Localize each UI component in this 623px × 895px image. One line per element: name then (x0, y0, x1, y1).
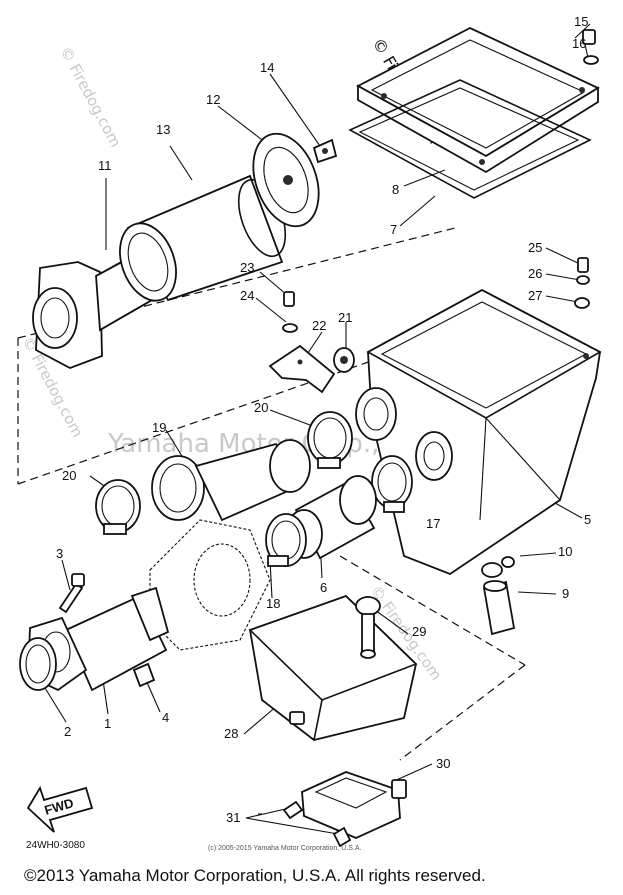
callout-31: 31 (226, 810, 240, 825)
bolt-part-3 (58, 573, 85, 614)
callout-15: 15 (574, 14, 588, 29)
callout-9: 9 (562, 586, 569, 601)
callout-20-upper: 20 (254, 400, 268, 415)
footer-copyright: ©2013 Yamaha Motor Corporation, U.S.A. A… (24, 866, 486, 885)
callout-13: 13 (156, 122, 170, 137)
callout-11: 11 (98, 158, 112, 173)
callout-30: 30 (436, 756, 450, 771)
bolt-part-23 (283, 291, 295, 307)
wing-bolt-part-14 (312, 138, 338, 164)
joint-part-6 (285, 475, 377, 560)
fwd-arrow-icon: FWD (26, 785, 94, 833)
clamp-part-18 (265, 513, 307, 567)
air-filter-element-part-13 (119, 174, 287, 302)
gasket-part-2 (19, 637, 57, 691)
clamp-part-17 (371, 455, 413, 513)
drain-hose-part-9 (482, 580, 516, 636)
callout-26: 26 (528, 266, 542, 281)
fitting-part-29 (355, 596, 381, 659)
clip-part-10 (481, 556, 515, 578)
washer-part-26 (576, 275, 590, 285)
bracket-part-30 (301, 771, 407, 839)
clamp-part-20-upper (307, 411, 353, 469)
callout-4: 4 (162, 710, 169, 725)
callout-22: 22 (312, 318, 326, 333)
callout-2: 2 (64, 724, 71, 739)
air-box-case-part-5 (355, 288, 602, 576)
callout-28: 28 (224, 726, 238, 741)
callout-16: 16 (572, 36, 586, 51)
callout-10: 10 (558, 544, 572, 559)
washer-part-24 (282, 323, 298, 333)
callout-6: 6 (320, 580, 327, 595)
callout-27: 27 (528, 288, 542, 303)
diagram-code: 24WH0-3080 (26, 840, 85, 851)
callout-23: 23 (240, 260, 254, 275)
callout-24: 24 (240, 288, 254, 303)
filter-cap-part-12 (252, 132, 320, 228)
callout-5: 5 (584, 512, 591, 527)
grommet-part-27 (574, 297, 590, 309)
callout-17: 17 (426, 516, 440, 531)
callout-25: 25 (528, 240, 542, 255)
callout-21: 21 (338, 310, 352, 325)
bracket-part-22 (268, 344, 336, 394)
callout-12: 12 (206, 92, 220, 107)
callout-7: 7 (390, 222, 397, 237)
box-cover-part-8 (356, 26, 600, 174)
callout-3: 3 (56, 546, 63, 561)
callout-29: 29 (412, 624, 426, 639)
nut-part-4 (132, 662, 156, 688)
callout-18: 18 (266, 596, 280, 611)
bolts-part-31 (282, 800, 352, 848)
callout-1: 1 (104, 716, 111, 731)
screw-part-15 (582, 29, 596, 45)
callout-19: 19 (152, 420, 166, 435)
callout-20-left: 20 (62, 468, 76, 483)
clamp-part-20-left (95, 479, 141, 535)
carburetor-outline (149, 519, 271, 651)
watermark-left-top: © Firedog.com (56, 43, 124, 150)
small-copyright: (c) 2005-2015 Yamaha Motor Corporation, … (208, 845, 361, 852)
callout-14: 14 (260, 60, 274, 75)
callout-8: 8 (392, 182, 399, 197)
joint-part-19 (151, 439, 311, 522)
gasket-part-7 (348, 79, 592, 199)
collar-part-21 (333, 347, 355, 373)
callout-labels: 1 2 3 4 5 6 7 8 9 10 11 12 13 14 15 16 1… (56, 14, 591, 825)
bolt-part-25 (577, 257, 589, 273)
washer-part-16 (583, 55, 599, 65)
